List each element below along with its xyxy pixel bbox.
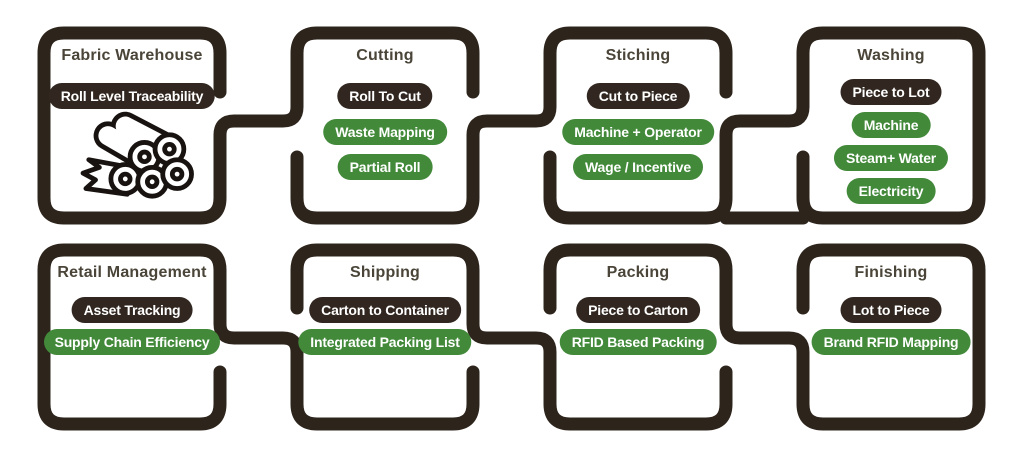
box-title: Retail Management (57, 264, 207, 281)
pill-steam-water: Steam+ Water (833, 145, 949, 171)
pill-asset-tracking: Asset Tracking (71, 297, 193, 323)
pill-partial-roll: Partial Roll (337, 154, 433, 180)
box-title: Packing (606, 264, 670, 281)
pill-piece-to-carton: Piece to Carton (576, 297, 700, 323)
box-title: Washing (857, 47, 925, 64)
pill-cut-to-piece: Cut to Piece (586, 83, 690, 109)
ribbon-path-row1-a (37, 26, 480, 225)
pill-supply-chain-efficiency: Supply Chain Efficiency (44, 329, 220, 355)
ribbon-path-row1-b (290, 26, 733, 225)
pill-brand-rfid-mapping: Brand RFID Mapping (811, 329, 971, 355)
pill-piece-to-lot: Piece to Lot (840, 79, 942, 105)
box-title: Fabric Warehouse (61, 47, 203, 64)
pill-wage-incentive: Wage / Incentive (573, 154, 703, 180)
process-box-fabric-warehouse: Fabric Warehouse Roll Level Traceability (48, 33, 216, 218)
box-title: Cutting (356, 47, 414, 64)
fabric-rolls-icon (80, 111, 194, 199)
box-title: Stiching (605, 47, 671, 64)
pill-rfid-based-packing: RFID Based Packing (559, 329, 717, 355)
pill-roll-to-cut: Roll To Cut (337, 83, 433, 109)
pill-carton-to-container: Carton to Container (309, 297, 461, 323)
pill-waste-mapping: Waste Mapping (323, 119, 447, 145)
ribbon-path-row1-c (543, 26, 986, 225)
box-title: Shipping (349, 264, 421, 281)
pill-lot-to-piece: Lot to Piece (840, 297, 942, 323)
ribbon-path-row2-c (37, 243, 480, 431)
pill-machine-operator: Machine + Operator (562, 119, 714, 145)
ribbon-path-row2-a (543, 243, 986, 431)
pill-machine: Machine (851, 112, 931, 138)
box-title: Finishing (854, 264, 928, 281)
pill-electricity: Electricity (846, 178, 936, 204)
ribbon-path-row2-b (290, 243, 733, 431)
pill-roll-level-traceability: Roll Level Traceability (48, 83, 216, 109)
pill-integrated-packing-list: Integrated Packing List (298, 329, 472, 355)
icon-wrap (68, 105, 196, 206)
